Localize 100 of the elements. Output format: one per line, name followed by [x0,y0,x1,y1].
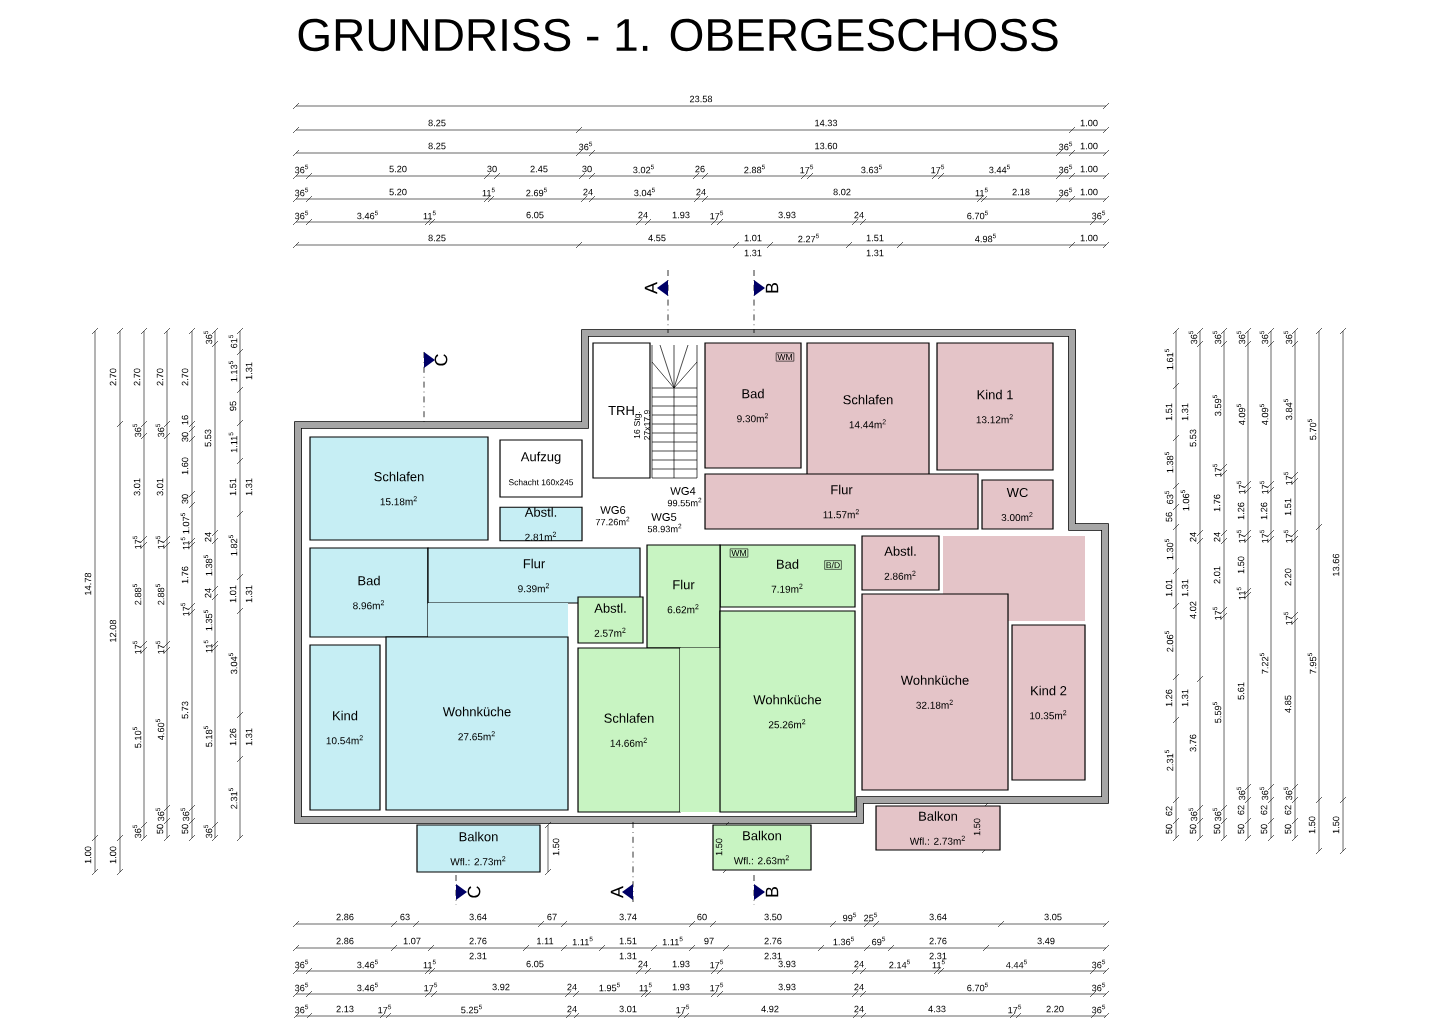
dimension-label: 50 [1284,824,1292,834]
dimension-label: 36$^{5}$ [578,141,593,151]
dimension-label: 3.44$^{5}$ [989,164,1010,174]
dimension-label: 62 [1165,806,1173,816]
dimension-label: 1.93 [672,960,690,968]
dimension-label: 1.36$^{5}$ [833,936,854,946]
dimension-label: 1.31 [245,728,253,746]
dimension-label: 24 [854,1005,864,1013]
dimension-label: 17$^{5}$ [1283,471,1293,485]
dimension-label: 3.50 [764,913,782,921]
dimension-label: 50 [1189,824,1197,834]
dimension-label: 2.86 [336,937,354,945]
dimension-label: 2.45 [530,165,548,173]
dimension-label: 3.01 [156,478,164,496]
dimension-label: 5.59$^{5}$ [1212,702,1222,723]
dimension-label: 50 [1165,824,1173,834]
dimension-label: 1.11$^{5}$ [572,936,593,946]
section-label: C [434,354,448,366]
dimension-label: 1.11 [537,937,554,945]
unit-area: 58.93m$^{2}$ [647,523,682,533]
dimension-label: 17$^{5}$ [676,1004,690,1014]
dimension-label: 5.61 [1237,682,1245,700]
room: Kind 1 13.12m$^{2}$ [936,342,1054,471]
dimension-label: 17$^{5}$ [155,535,165,549]
dimension-label: 4.98$^{5}$ [975,233,996,243]
dimension-label: 63 [400,913,410,921]
dimension-label: 1.31 [1181,579,1189,597]
dimension-label: 62 [1237,805,1245,815]
unit-area: 99.55m$^{2}$ [667,497,702,507]
unit-label: WG6 [600,506,626,514]
dimension-label: 2.88$^{5}$ [744,164,765,174]
dimension-label: 8.25 [428,119,446,127]
room: Wohnküche 27.65m$^{2}$ [385,603,569,811]
dimension-label: 23.58 [689,95,713,103]
dimension-label: 24 [204,532,212,542]
dimension-label: 1.13$^{5}$ [228,361,238,382]
dimension-label: 3.64 [469,913,487,921]
dimension-label: 6.05 [526,211,544,219]
dimension-label: 17$^{5}$ [132,535,142,549]
dimension-label: 36$^{5}$ [294,187,309,197]
dimension-label: 4.85 [1284,695,1292,713]
dimension-label: 24 [1213,532,1221,542]
dimension-label: 13.66 [1332,553,1340,576]
dimension-label: 8.25 [428,142,446,150]
dimension-label: 1.38$^{5}$ [1164,452,1174,473]
dimension-label: 13.60 [815,142,838,150]
dimension-label: 36$^{5}$ [1259,330,1269,345]
dimension-label: 1.95$^{5}$ [599,982,620,992]
dimension-label: 3.04$^{5}$ [228,653,238,674]
dimension-label: 5.53 [204,429,212,447]
room: Schlafen 15.18m$^{2}$ [309,436,489,541]
dimension-label: 4.92 [761,1005,779,1013]
dimension-label: 17$^{5}$ [1008,1004,1022,1014]
dimension-label: 24 [567,1005,577,1013]
dimension-label: 36$^{5}$ [294,210,309,220]
unit-label: WG4 [670,487,696,495]
dimension-label: 17$^{5}$ [800,164,814,174]
dimension-label: 17$^{5}$ [180,602,190,616]
dimension-label: 1.01 [744,234,762,242]
dimension-label: 2.20 [1046,1005,1064,1013]
dimension-label: 36$^{5}$ [1283,330,1293,345]
dimension-label: 17$^{5}$ [424,982,438,992]
dimension-label: 1.61$^{5}$ [1164,349,1174,370]
dimension-label: 1.00 [1080,142,1098,150]
dimension-label: 17$^{5}$ [378,1004,392,1014]
dimension-label: 2.18 [1012,188,1030,196]
balcony: Balkon Wfl.: 2.73m$^{2}$ [416,824,541,873]
dimension-label: 36$^{5}$ [203,824,213,839]
unit-area: 77.26m$^{2}$ [595,516,630,526]
dimension-label: 17$^{5}$ [931,164,945,174]
dimension-label: 1.38$^{5}$ [203,555,213,576]
dimension-label: 6.70$^{5}$ [967,210,988,220]
room: Kind 10.54m$^{2}$ [309,644,381,811]
dimension-label: 36$^{5}$ [1236,330,1246,345]
dimension-label: 11$^{5}$ [423,959,436,969]
dimension-label: 62 [1284,805,1292,815]
dimension-label: 17$^{5}$ [1212,463,1222,477]
dimension-label: 1.00 [1080,234,1098,242]
dimension-label: 36$^{5}$ [1091,210,1106,220]
dimension-label: 1.51 [229,478,237,496]
dimension-label: 24 [567,983,577,991]
dimension-label: 1.31 [744,249,762,257]
room: Abstl. 2.57m$^{2}$ [577,596,644,644]
dimension-label: 1.50 [552,838,560,856]
dimension-label: 36$^{5}$ [1188,330,1198,345]
dimension-label: 1.51 [866,234,884,242]
dimension-label: 2.86 [336,913,354,921]
dimension-label: 1.26 [1165,689,1173,707]
dimension-label: 24 [638,960,648,968]
dimension-label: 63$^{5}$ [1164,490,1174,504]
dimension-label: 3.01 [133,478,141,496]
dimension-label: 2.31$^{5}$ [1164,750,1174,771]
dimension-label: 3.05 [1044,913,1062,921]
dimension-label: 3.02$^{5}$ [633,164,654,174]
dimension-label: 36$^{5}$ [180,807,190,822]
room: Flur 6.62m$^{2}$ [646,544,721,649]
dimension-label: 17$^{5}$ [155,640,165,654]
dimension-label: 17$^{5}$ [710,982,724,992]
dimension-label: 7.95$^{5}$ [1307,653,1317,674]
dimension-label: 17$^{5}$ [1259,480,1269,494]
